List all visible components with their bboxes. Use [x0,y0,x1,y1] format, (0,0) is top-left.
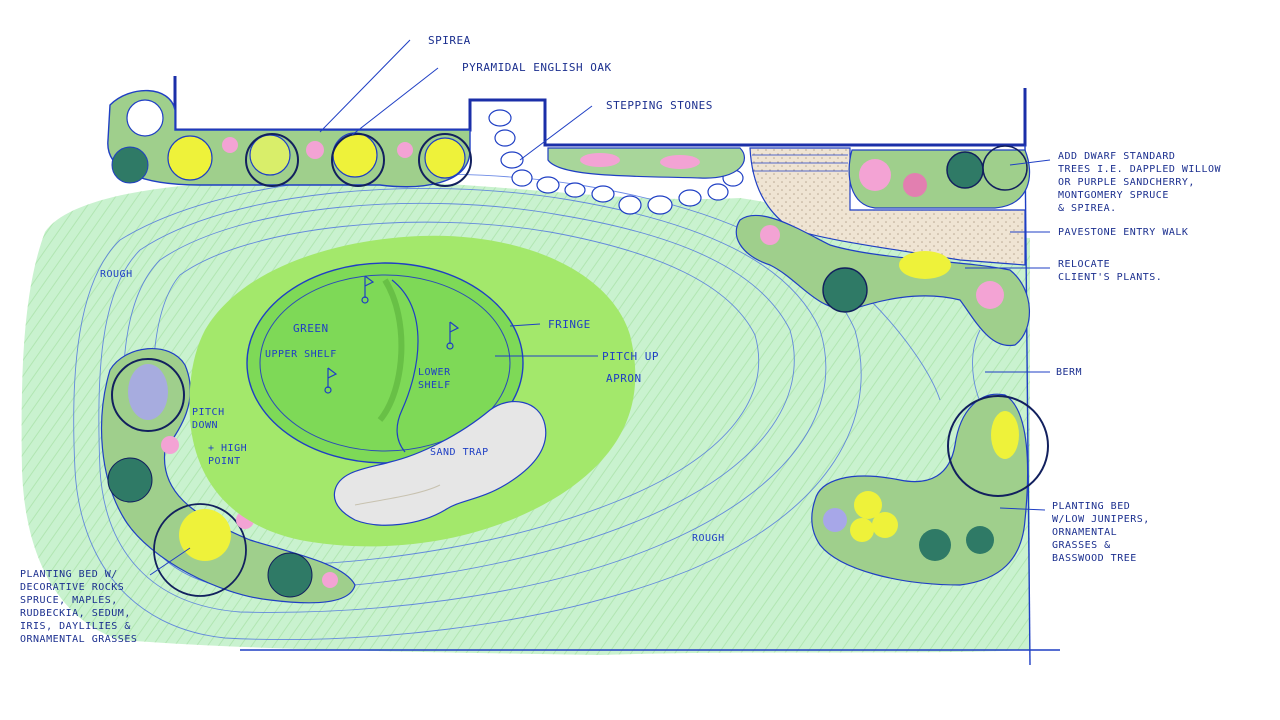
right-top-bed [848,145,1031,209]
label-high-point: + High point [208,442,247,468]
label-line: decorative rocks [20,582,125,593]
label-line: Pitch [192,407,225,418]
label-rough-top: Rough [100,269,133,280]
label-line: ornamental grasses [20,634,138,645]
label-line: ornamental [1052,527,1118,538]
foundation-bed [107,89,472,188]
label-line: shelf [418,380,451,391]
label-line: Planting bed w/ [20,569,118,580]
label-line: Montgomery spruce [1058,190,1169,201]
label-line: w/low junipers, [1052,514,1150,525]
label-line: Basswood tree [1052,553,1137,564]
label-line: grasses & [1052,540,1111,551]
label-line: or purple sandcherry, [1058,177,1195,188]
label-pitch-down: Pitch down [192,406,225,432]
label-rough-bottom: Rough [692,533,725,544]
label-line: spruce, maples, [20,595,118,606]
label-green: Green [293,322,329,335]
label-line: iris, daylilies & [20,621,131,632]
label-line: client's plants. [1058,272,1163,283]
label-relocate: Relocate client's plants. [1058,258,1162,284]
label-apron: Apron [606,372,642,385]
sand-trap [333,401,547,526]
label-line: Relocate [1058,259,1111,270]
label-pitch-up: Pitch up [602,350,659,363]
label-pyramidal-oak: Pyramidal English Oak [462,61,612,74]
label-line: & spirea. [1058,203,1117,214]
stepping-stones [488,109,744,215]
leader-lines [149,39,1051,576]
label-line: trees i.e. dappled willow [1058,164,1222,175]
label-berm: Berm [1056,367,1083,378]
label-stepping-stones: Stepping Stones [606,99,713,112]
label-sand-trap: Sand trap [430,447,489,458]
pavestone-walk [749,147,1026,266]
label-line: Add dwarf standard [1058,151,1176,162]
left-planting-bed [100,347,356,604]
label-fringe: Fringe [548,318,591,331]
label-line: Planting bed [1052,501,1131,512]
right-planting-bed [811,393,1049,586]
label-planting-bed-right: Planting bed w/low junipers, ornamental … [1052,500,1150,565]
label-planting-bed-left: Planting bed w/ decorative rocks spruce,… [20,568,137,646]
label-pavestone: Pavestone entry walk [1058,227,1189,238]
label-upper-shelf: Upper shelf [265,349,337,360]
label-dwarf-trees: Add dwarf standard trees i.e. dappled wi… [1058,150,1221,215]
putting-green [246,262,524,464]
label-line: Rudbeckia, sedum, [20,608,131,619]
relocate-bed [735,214,1030,347]
label-line: point [208,456,241,467]
label-line: + High [208,443,248,454]
label-spirea: Spirea [428,34,471,47]
label-line: down [192,420,219,431]
porch-bed [547,147,745,179]
label-line: Lower [418,367,451,378]
label-lower-shelf: Lower shelf [418,366,451,392]
